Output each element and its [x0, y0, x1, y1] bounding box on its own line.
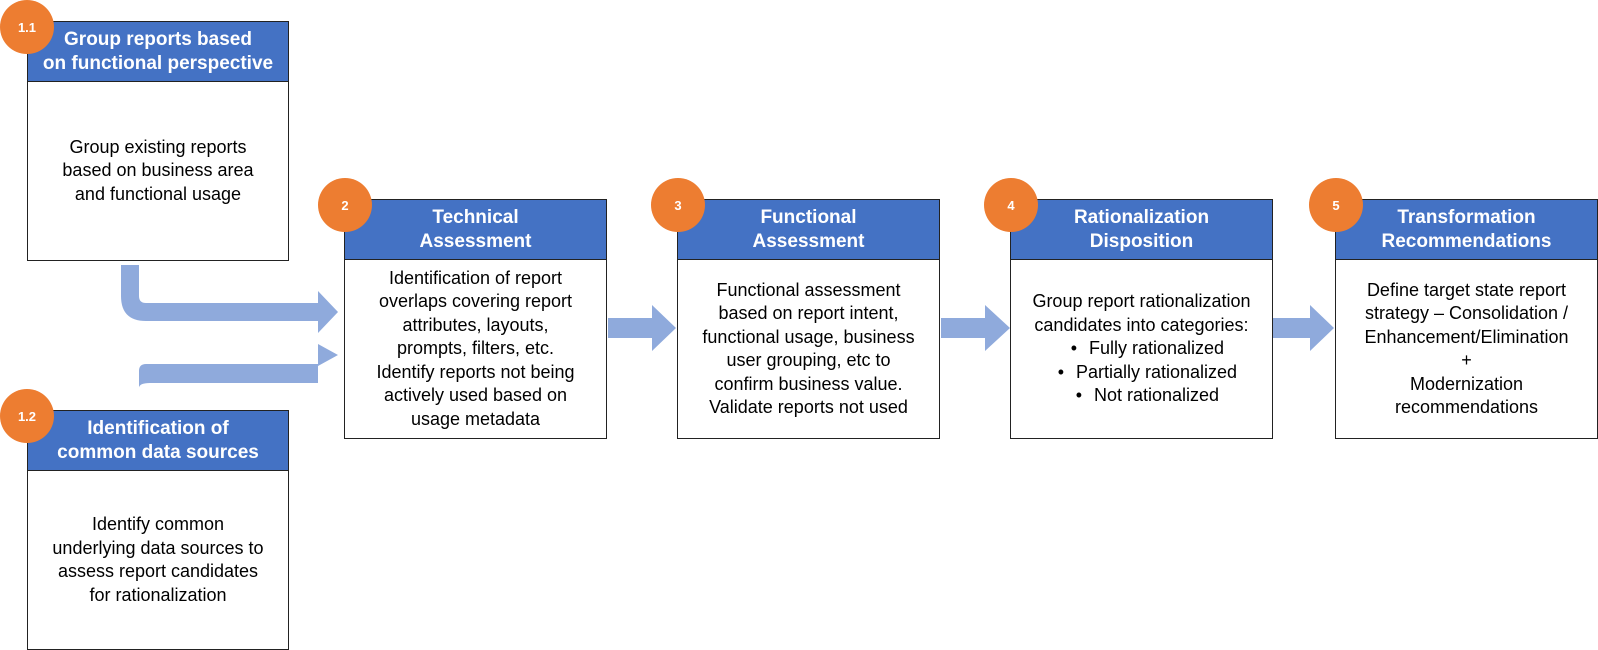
- step-5-body-line: +: [1461, 350, 1472, 370]
- step-4-rationalization-disposition: Rationalization Disposition Group report…: [1010, 199, 1273, 439]
- step-1-2-title-line: Identification of: [87, 417, 229, 439]
- step-3-functional-assessment: Functional Assessment Functional assessm…: [677, 199, 940, 439]
- curved-arrow-from-1-2: [121, 344, 338, 406]
- step-5-title-line: Recommendations: [1381, 230, 1552, 252]
- step-3-title-line: Functional: [760, 206, 857, 228]
- step-2-technical-assessment: Technical Assessment Identification of r…: [344, 199, 607, 439]
- step-3-body: Functional assessment based on report in…: [678, 260, 939, 438]
- step-1-1-body-line: based on business area: [62, 160, 254, 181]
- step-5-body: Define target state report strategy – Co…: [1336, 260, 1597, 438]
- step-2-number-badge: 2: [318, 178, 372, 232]
- step-3-header: Functional Assessment: [678, 200, 939, 260]
- step-1-2-header: Identification of common data sources: [28, 411, 288, 471]
- step-1-1-header: Group reports based on functional perspe…: [28, 22, 288, 82]
- step-4-body-line: Group report rationalization: [1032, 291, 1251, 312]
- step-2-body-line: overlaps covering report: [378, 291, 573, 312]
- step-4-category-item: Partially rationalized: [1046, 361, 1237, 385]
- step-3-body-line: based on report intent,: [718, 303, 899, 323]
- step-4-body: Group report rationalization candidates …: [1011, 260, 1272, 438]
- step-3-body-line: confirm business value.: [714, 373, 903, 394]
- arrow-2-to-3: [608, 305, 676, 351]
- step-1-1-title-line: on functional perspective: [42, 52, 274, 74]
- step-2-body-line: usage metadata: [410, 408, 541, 429]
- arrow-4-to-5: [1271, 305, 1334, 351]
- step-4-header: Rationalization Disposition: [1011, 200, 1272, 260]
- step-5-body-line: recommendations: [1394, 397, 1539, 417]
- step-5-header: Transformation Recommendations: [1336, 200, 1597, 260]
- step-4-category-list: Fully rationalized Partially rationalize…: [1046, 337, 1237, 408]
- step-2-body-line: attributes, layouts,: [402, 314, 549, 335]
- step-3-number-badge: 3: [651, 178, 705, 232]
- step-4-title-line: Rationalization: [1073, 206, 1210, 228]
- step-1-1-title-line: Group reports based: [64, 28, 252, 50]
- step-2-header: Technical Assessment: [345, 200, 606, 260]
- step-1-2-number-badge: 1.2: [0, 389, 54, 443]
- step-5-body-line: Modernization: [1409, 373, 1524, 394]
- step-2-body-line: Identification of report: [388, 267, 563, 288]
- step-1-1-body-line: and functional usage: [74, 183, 242, 204]
- step-1-2-title-line: common data sources: [57, 441, 259, 463]
- step-1-1-body: Group existing reports based on business…: [28, 82, 288, 260]
- step-4-number-badge: 4: [984, 178, 1038, 232]
- step-3-body-line: user grouping, etc to: [726, 350, 891, 370]
- arrow-3-to-4: [941, 305, 1010, 351]
- step-1-1-group-reports: Group reports based on functional perspe…: [27, 21, 289, 261]
- step-3-body-line: Functional assessment: [716, 279, 901, 300]
- step-4-category-item: Not rationalized: [1046, 384, 1237, 408]
- curved-arrow-from-1-1: [121, 265, 338, 333]
- step-5-body-line: Enhancement/Elimination: [1364, 326, 1569, 347]
- step-1-2-body: Identify common underlying data sources …: [28, 471, 288, 649]
- step-1-2-body-line: underlying data sources to: [52, 537, 264, 558]
- step-1-2-body-line: assess report candidates: [57, 561, 259, 581]
- step-3-body-line: functional usage, business: [702, 326, 915, 347]
- step-5-body-line: strategy – Consolidation /: [1364, 303, 1569, 323]
- step-4-title-line: Disposition: [1089, 230, 1194, 252]
- step-5-transformation-recommendations: Transformation Recommendations Define ta…: [1335, 199, 1598, 439]
- step-2-body-line: Identify reports not being: [376, 361, 575, 382]
- step-2-body-line: actively used based on: [383, 385, 568, 406]
- step-4-category-item: Fully rationalized: [1046, 337, 1237, 361]
- step-5-body-line: Define target state report: [1366, 279, 1567, 300]
- step-1-2-body-line: Identify common: [91, 514, 225, 534]
- step-3-body-line: Validate reports not used: [709, 397, 908, 417]
- step-1-1-body-line: Group existing reports: [69, 136, 247, 157]
- step-1-1-number-badge: 1.1: [0, 0, 54, 54]
- step-2-title-line: Assessment: [419, 230, 532, 252]
- step-2-body-line: prompts, filters, etc.: [396, 338, 555, 359]
- step-2-body: Identification of report overlaps coveri…: [345, 260, 606, 438]
- step-3-title-line: Assessment: [752, 230, 865, 252]
- step-2-title-line: Technical: [432, 206, 519, 228]
- step-5-title-line: Transformation: [1397, 206, 1536, 228]
- step-1-2-identify-data-sources: Identification of common data sources Id…: [27, 410, 289, 650]
- step-5-number-badge: 5: [1309, 178, 1363, 232]
- step-1-2-body-line: for rationalization: [89, 584, 227, 605]
- step-4-body-line: candidates into categories:: [1034, 314, 1249, 335]
